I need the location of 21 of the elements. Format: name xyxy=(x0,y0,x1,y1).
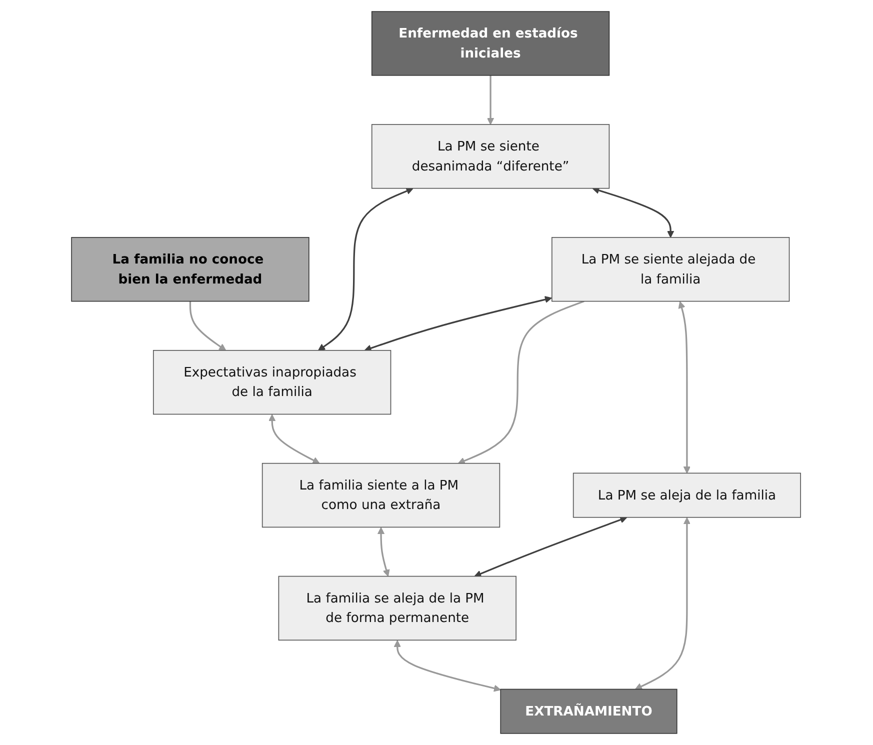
node-box: Enfermedad en estadíos iniciales xyxy=(372,11,610,76)
node-box: La PM se siente desanimada “diferente” xyxy=(372,124,610,189)
node-box: La familia no conoce bien la enfermedad xyxy=(72,237,310,302)
arrow xyxy=(592,186,675,238)
node-box: Expectativas inapropiadas de la familia xyxy=(153,350,392,415)
node-box: La familia se aleja de la PM de forma permanente xyxy=(278,576,517,641)
arrow xyxy=(190,301,227,351)
arrow xyxy=(487,75,495,125)
arrow xyxy=(678,301,691,474)
node-box: La familia siente a la PM como una extraña xyxy=(262,462,501,528)
arrow xyxy=(458,300,585,464)
arrow xyxy=(635,517,691,690)
node-box: La PM se siente alejada de la familia xyxy=(552,237,790,302)
arrow xyxy=(378,527,390,577)
node-box: EXTRAÑAMIENTO xyxy=(500,688,678,734)
arrow xyxy=(318,188,414,351)
arrow xyxy=(364,296,552,352)
arrow xyxy=(474,516,628,578)
arrow xyxy=(268,414,320,464)
arrow xyxy=(394,640,502,692)
node-box: La PM se aleja de la familia xyxy=(573,472,802,518)
